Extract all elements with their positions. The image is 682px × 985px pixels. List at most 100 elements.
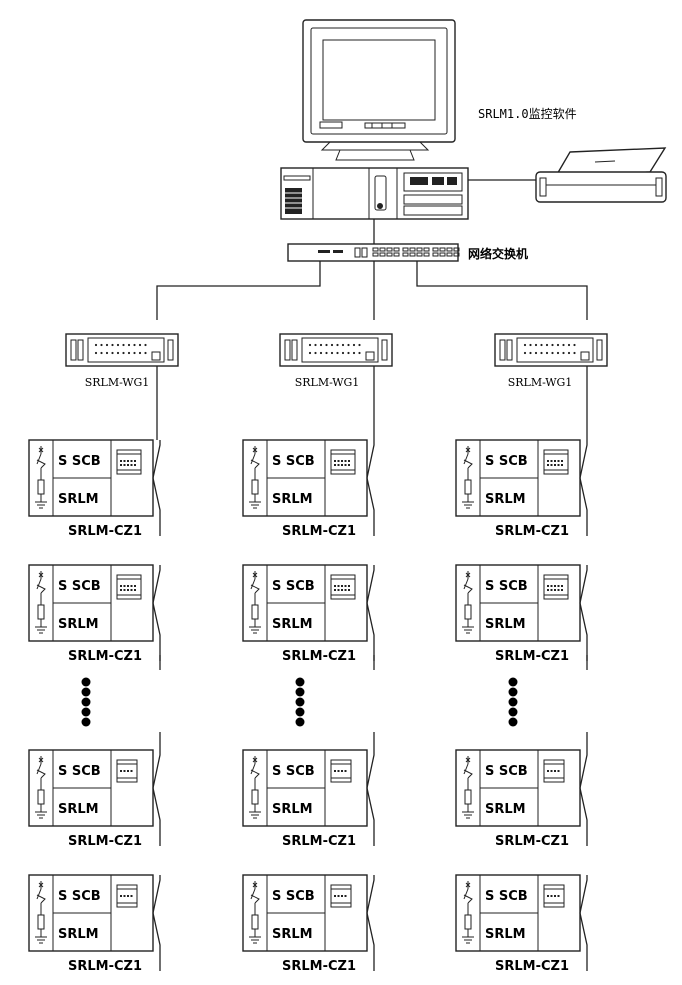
module-name: SRLM-CZ1 [495, 959, 569, 974]
srlm-module: S SCB SRLM SRLM-CZ1 [242, 439, 368, 539]
scb-label: S SCB [272, 889, 315, 904]
scb-label: S SCB [58, 579, 101, 594]
ellipsis-dot [508, 677, 518, 687]
scb-label: S SCB [272, 764, 315, 779]
srlm-module: S SCB SRLM SRLM-CZ1 [242, 749, 368, 849]
surge-breaker-icon [249, 571, 261, 634]
surge-breaker-icon [249, 446, 261, 509]
meter-icon [543, 574, 569, 600]
srlm-module: S SCB SRLM SRLM-CZ1 [455, 439, 581, 539]
desktop-computer-icon [280, 167, 469, 220]
gateway-label-right: SRLM-WG1 [508, 376, 573, 389]
ellipsis-dot [508, 687, 518, 697]
meter-icon [543, 759, 565, 783]
surge-breaker-icon [35, 446, 47, 509]
monitor-icon [302, 19, 456, 161]
module-name: SRLM-CZ1 [282, 649, 356, 664]
ellipsis-dot [508, 717, 518, 727]
module-name: SRLM-CZ1 [68, 524, 142, 539]
srlm-label: SRLM [272, 802, 313, 817]
srlm-module: S SCB SRLM SRLM-CZ1 [242, 564, 368, 664]
scb-label: S SCB [58, 889, 101, 904]
srlm-label: SRLM [272, 617, 313, 632]
module-name: SRLM-CZ1 [282, 834, 356, 849]
module-name: SRLM-CZ1 [68, 959, 142, 974]
module-name: SRLM-CZ1 [282, 524, 356, 539]
srlm-module: S SCB SRLM SRLM-CZ1 [455, 564, 581, 664]
srlm-label: SRLM [485, 927, 526, 942]
surge-breaker-icon [462, 881, 474, 944]
srlm-module: S SCB SRLM SRLM-CZ1 [28, 439, 154, 539]
gateway-icon [65, 333, 179, 367]
srlm-module: S SCB SRLM SRLM-CZ1 [28, 874, 154, 974]
ellipsis-dot [508, 707, 518, 717]
ellipsis-dot [295, 687, 305, 697]
meter-icon [330, 574, 356, 600]
surge-breaker-icon [249, 756, 261, 819]
srlm-label: SRLM [58, 492, 99, 507]
ellipsis-dot [295, 697, 305, 707]
module-name: SRLM-CZ1 [68, 649, 142, 664]
surge-breaker-icon [462, 446, 474, 509]
srlm-label: SRLM [58, 802, 99, 817]
scb-label: S SCB [485, 454, 528, 469]
srlm-module: S SCB SRLM SRLM-CZ1 [28, 749, 154, 849]
printer-icon [535, 147, 667, 203]
scb-label: S SCB [272, 454, 315, 469]
ellipsis-dot [295, 707, 305, 717]
scb-label: S SCB [58, 764, 101, 779]
ellipsis-dot [81, 697, 91, 707]
srlm-label: SRLM [272, 927, 313, 942]
scb-label: S SCB [58, 454, 101, 469]
srlm-label: SRLM [272, 492, 313, 507]
meter-icon [116, 449, 142, 475]
srlm-label: SRLM [58, 927, 99, 942]
module-name: SRLM-CZ1 [495, 649, 569, 664]
srlm-label: SRLM [485, 492, 526, 507]
ellipsis-dot [508, 697, 518, 707]
gateway-icon [279, 333, 393, 367]
surge-breaker-icon [249, 881, 261, 944]
scb-label: S SCB [272, 579, 315, 594]
scb-label: S SCB [485, 579, 528, 594]
ellipsis-dot [81, 677, 91, 687]
module-name: SRLM-CZ1 [495, 524, 569, 539]
srlm-module: S SCB SRLM SRLM-CZ1 [455, 749, 581, 849]
ellipsis-dot [295, 677, 305, 687]
module-name: SRLM-CZ1 [282, 959, 356, 974]
scb-label: S SCB [485, 764, 528, 779]
srlm-label: SRLM [485, 802, 526, 817]
software-label: SRLM1.0监控软件 [478, 107, 577, 121]
module-name: SRLM-CZ1 [68, 834, 142, 849]
surge-breaker-icon [35, 756, 47, 819]
module-name: SRLM-CZ1 [495, 834, 569, 849]
surge-breaker-icon [462, 756, 474, 819]
meter-icon [116, 759, 138, 783]
meter-icon [543, 884, 565, 908]
gateway-icon [494, 333, 608, 367]
ellipsis-dot [81, 717, 91, 727]
ellipsis-dot [295, 717, 305, 727]
srlm-label: SRLM [485, 617, 526, 632]
srlm-module: S SCB SRLM SRLM-CZ1 [455, 874, 581, 974]
meter-icon [330, 884, 352, 908]
meter-icon [543, 449, 569, 475]
surge-breaker-icon [35, 571, 47, 634]
srlm-module: S SCB SRLM SRLM-CZ1 [28, 564, 154, 664]
scb-label: S SCB [485, 889, 528, 904]
surge-breaker-icon [35, 881, 47, 944]
switch-label: 网络交换机 [468, 246, 528, 261]
ellipsis-dot [81, 687, 91, 697]
srlm-label: SRLM [58, 617, 99, 632]
meter-icon [116, 574, 142, 600]
meter-icon [116, 884, 138, 908]
ellipsis-dot [81, 707, 91, 717]
surge-breaker-icon [462, 571, 474, 634]
gateway-label-middle: SRLM-WG1 [295, 376, 360, 389]
meter-icon [330, 449, 356, 475]
srlm-module: S SCB SRLM SRLM-CZ1 [242, 874, 368, 974]
meter-icon [330, 759, 352, 783]
gateway-label-left: SRLM-WG1 [85, 376, 150, 389]
